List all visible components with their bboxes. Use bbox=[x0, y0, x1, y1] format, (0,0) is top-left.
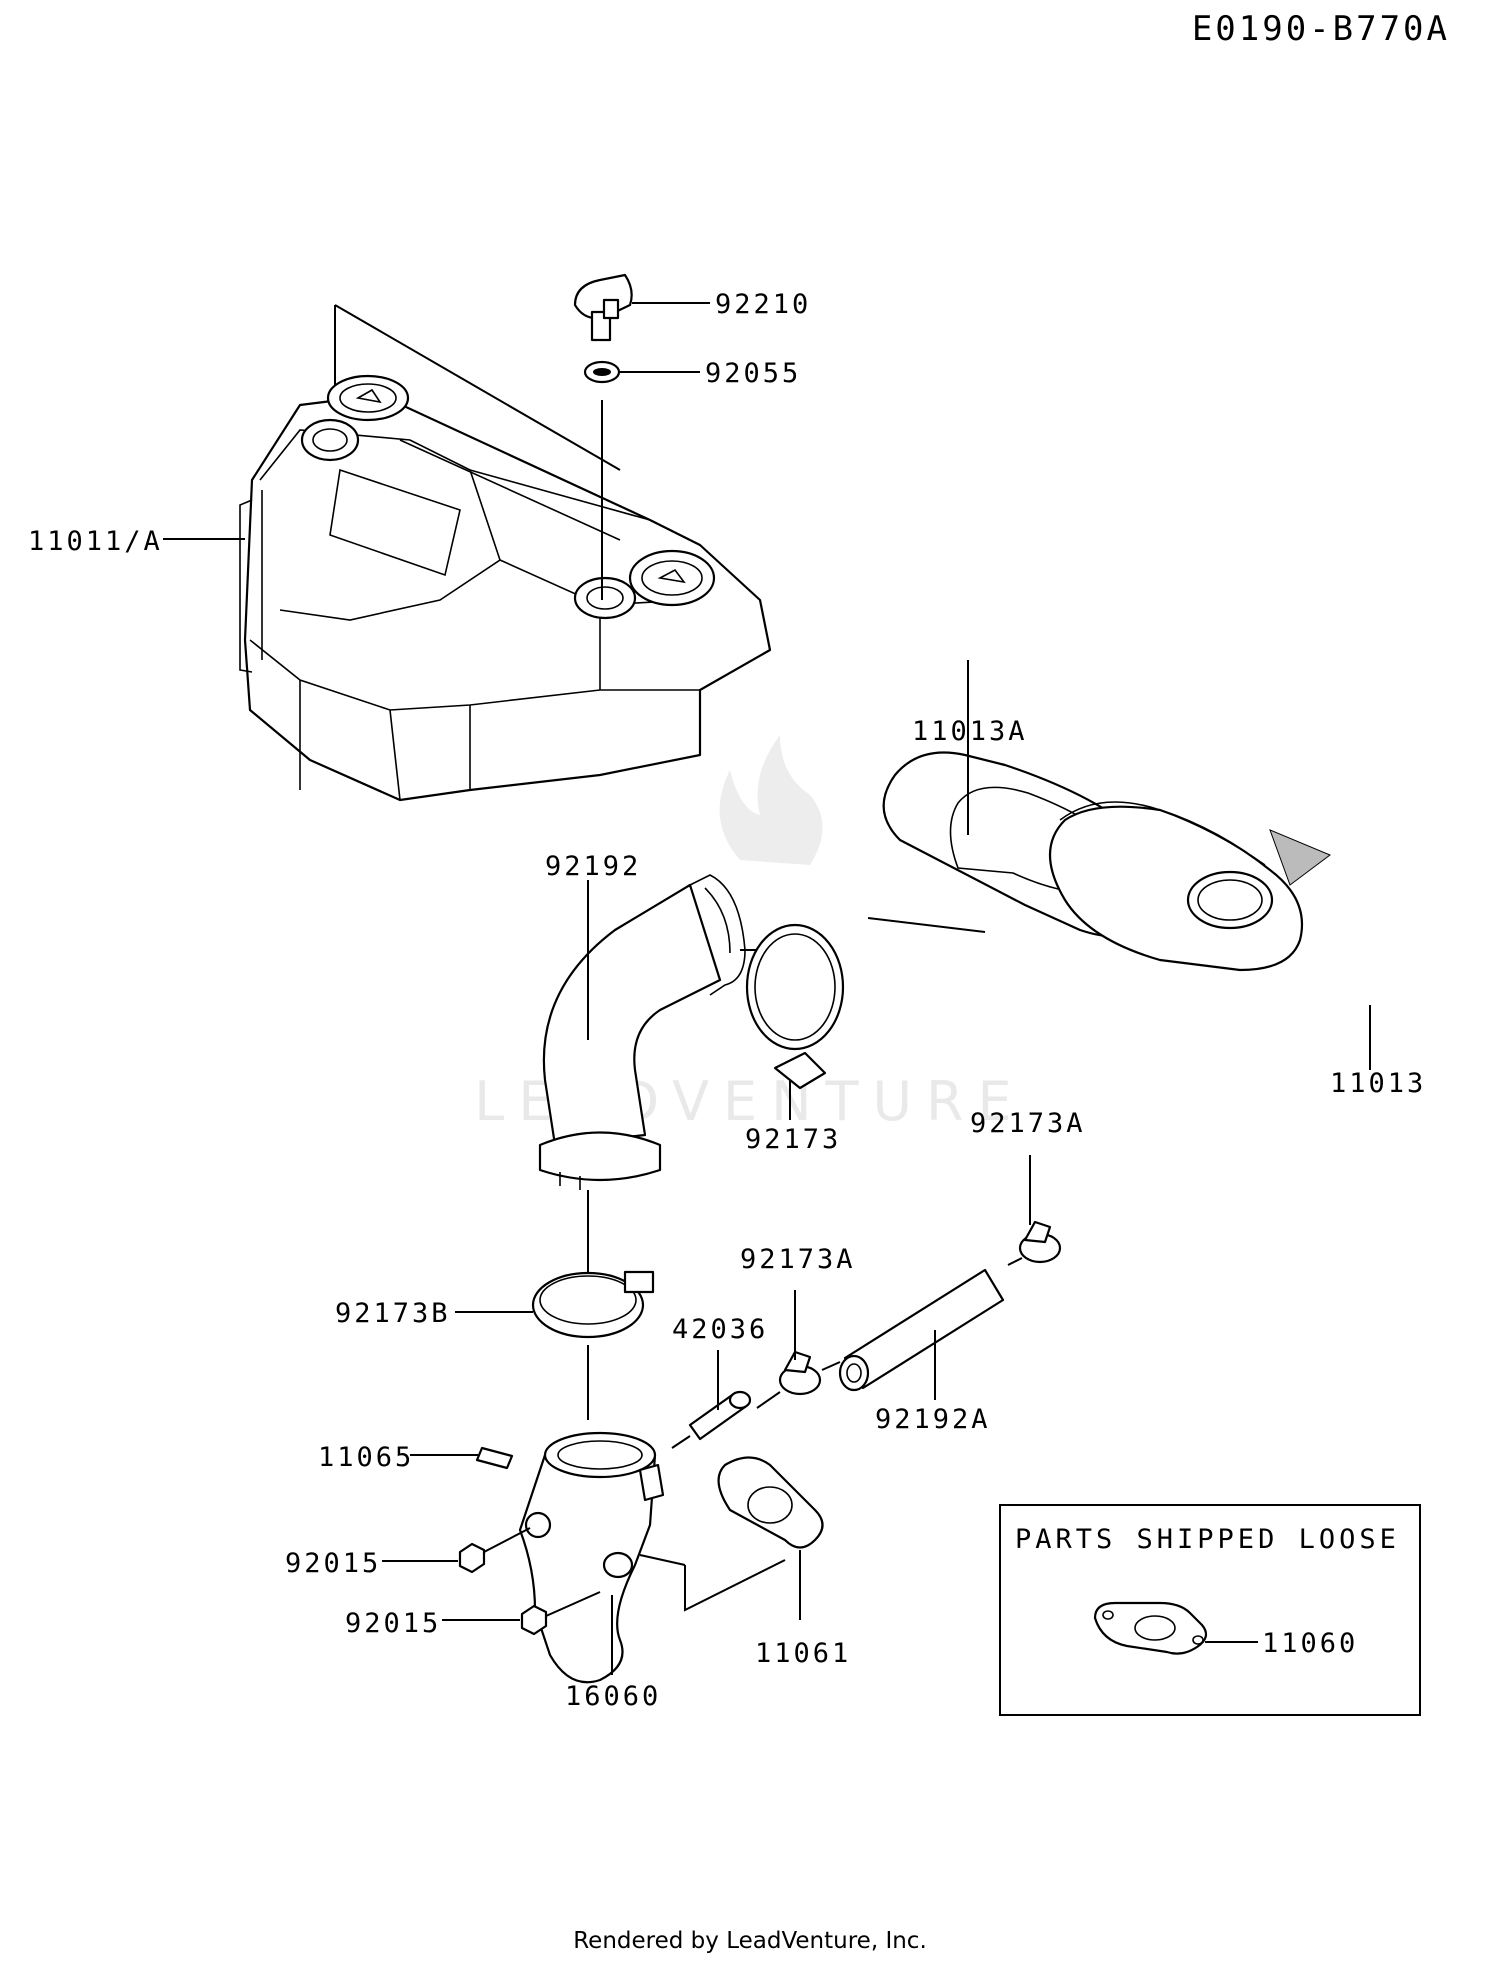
label-92173: 92173 bbox=[745, 1124, 841, 1155]
label-42036: 42036 bbox=[672, 1314, 768, 1345]
label-11013A: 11013A bbox=[912, 716, 1028, 747]
label-92192: 92192 bbox=[545, 851, 641, 882]
hose-clamp-92173[interactable] bbox=[745, 923, 845, 1090]
housing-knob-right bbox=[628, 549, 716, 607]
gasket-11060[interactable] bbox=[1093, 1601, 1208, 1655]
hose-clamp-92173A-top[interactable] bbox=[1018, 1220, 1062, 1264]
air-filter-element-11013[interactable] bbox=[1048, 801, 1331, 972]
label-11061: 11061 bbox=[755, 1638, 851, 1669]
label-11060: 11060 bbox=[1262, 1628, 1358, 1659]
parts-shipped-loose-box: PARTS SHIPPED LOOSE 11060 bbox=[999, 1504, 1421, 1716]
housing-boss-right bbox=[573, 576, 637, 620]
loose-box-title: PARTS SHIPPED LOOSE bbox=[1015, 1524, 1400, 1555]
washer-hole bbox=[593, 368, 611, 376]
fitting-42036[interactable] bbox=[688, 1390, 752, 1441]
label-92173B: 92173B bbox=[335, 1298, 451, 1329]
dowel-pin-11065[interactable] bbox=[475, 1446, 514, 1470]
breather-hose-92192A[interactable] bbox=[838, 1268, 1005, 1392]
label-11065: 11065 bbox=[318, 1442, 414, 1473]
air-duct-elbow-92192[interactable] bbox=[538, 874, 746, 1190]
label-11013: 11013 bbox=[1330, 1068, 1426, 1099]
air-cleaner-housing[interactable] bbox=[239, 393, 772, 802]
housing-boss-left bbox=[300, 418, 360, 462]
gasket-11061[interactable] bbox=[717, 1456, 824, 1549]
inlet-pipe-16060[interactable] bbox=[518, 1431, 665, 1684]
label-92015-b: 92015 bbox=[345, 1608, 441, 1639]
housing-knob-top-left bbox=[326, 374, 410, 422]
label-92192A: 92192A bbox=[875, 1404, 991, 1435]
label-16060: 16060 bbox=[565, 1681, 661, 1712]
footer-credit: Rendered by LeadVenture, Inc. bbox=[573, 1928, 927, 1954]
label-11011A: 11011/A bbox=[28, 526, 163, 557]
diagram-code: E0190-B770A bbox=[1192, 9, 1450, 49]
band-clamp-92173B[interactable] bbox=[531, 1270, 655, 1339]
nut-92015-upper[interactable] bbox=[458, 1542, 486, 1574]
label-92055: 92055 bbox=[705, 358, 801, 389]
nut-92015-lower[interactable] bbox=[520, 1604, 548, 1636]
label-92015-a: 92015 bbox=[285, 1548, 381, 1579]
wing-nut-92210[interactable] bbox=[573, 273, 633, 342]
label-92173A-mid: 92173A bbox=[740, 1244, 856, 1275]
label-92210: 92210 bbox=[715, 289, 811, 320]
hose-clamp-92173A-mid[interactable] bbox=[778, 1350, 822, 1396]
label-92173A-top: 92173A bbox=[970, 1108, 1086, 1139]
